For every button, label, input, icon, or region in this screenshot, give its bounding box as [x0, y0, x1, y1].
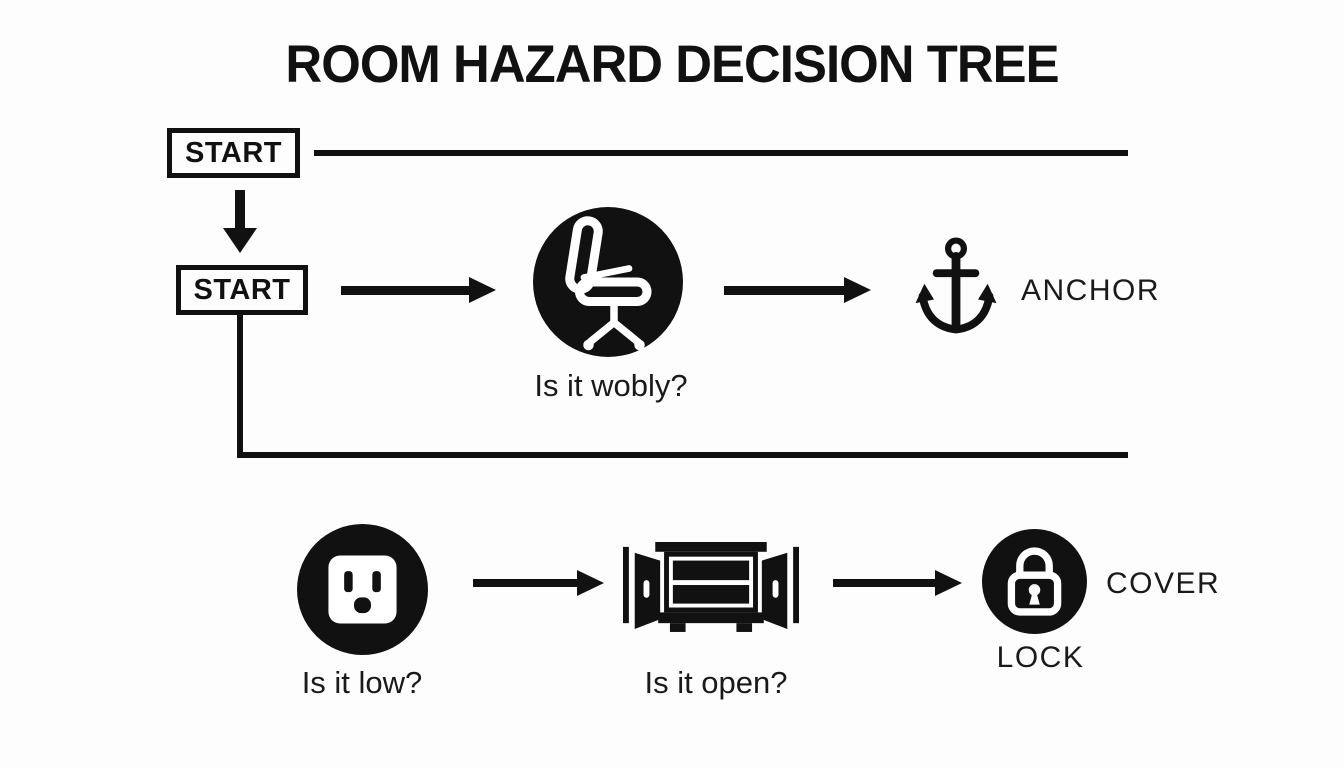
connector-top-line	[314, 150, 1128, 156]
start-node-second-label: START	[193, 273, 291, 306]
outlet-node	[297, 524, 428, 655]
furniture-node	[533, 207, 683, 357]
cabinet-question-label: Is it open?	[644, 665, 788, 700]
outlet-question-label: Is it low?	[301, 665, 423, 700]
connector-elbow-vertical	[237, 315, 243, 458]
cover-action-label: COVER	[1106, 567, 1221, 600]
anchor-icon	[912, 234, 1000, 344]
furniture-question-label: Is it wobly?	[534, 368, 688, 403]
power-outlet-icon	[328, 555, 397, 624]
office-chair-icon	[565, 216, 652, 351]
connector-elbow-horizontal	[237, 452, 1128, 458]
start-node-top: START	[167, 128, 300, 178]
anchor-action-label: ANCHOR	[1021, 274, 1161, 307]
lock-action-label: LOCK	[996, 641, 1085, 674]
open-cabinet-icon	[623, 539, 799, 633]
start-node-second: START	[176, 265, 308, 315]
lock-node	[982, 529, 1087, 634]
start-node-top-label: START	[184, 136, 282, 169]
page-title: ROOM HAZARD DECISION TREE	[285, 35, 1059, 94]
padlock-icon	[1007, 547, 1062, 616]
